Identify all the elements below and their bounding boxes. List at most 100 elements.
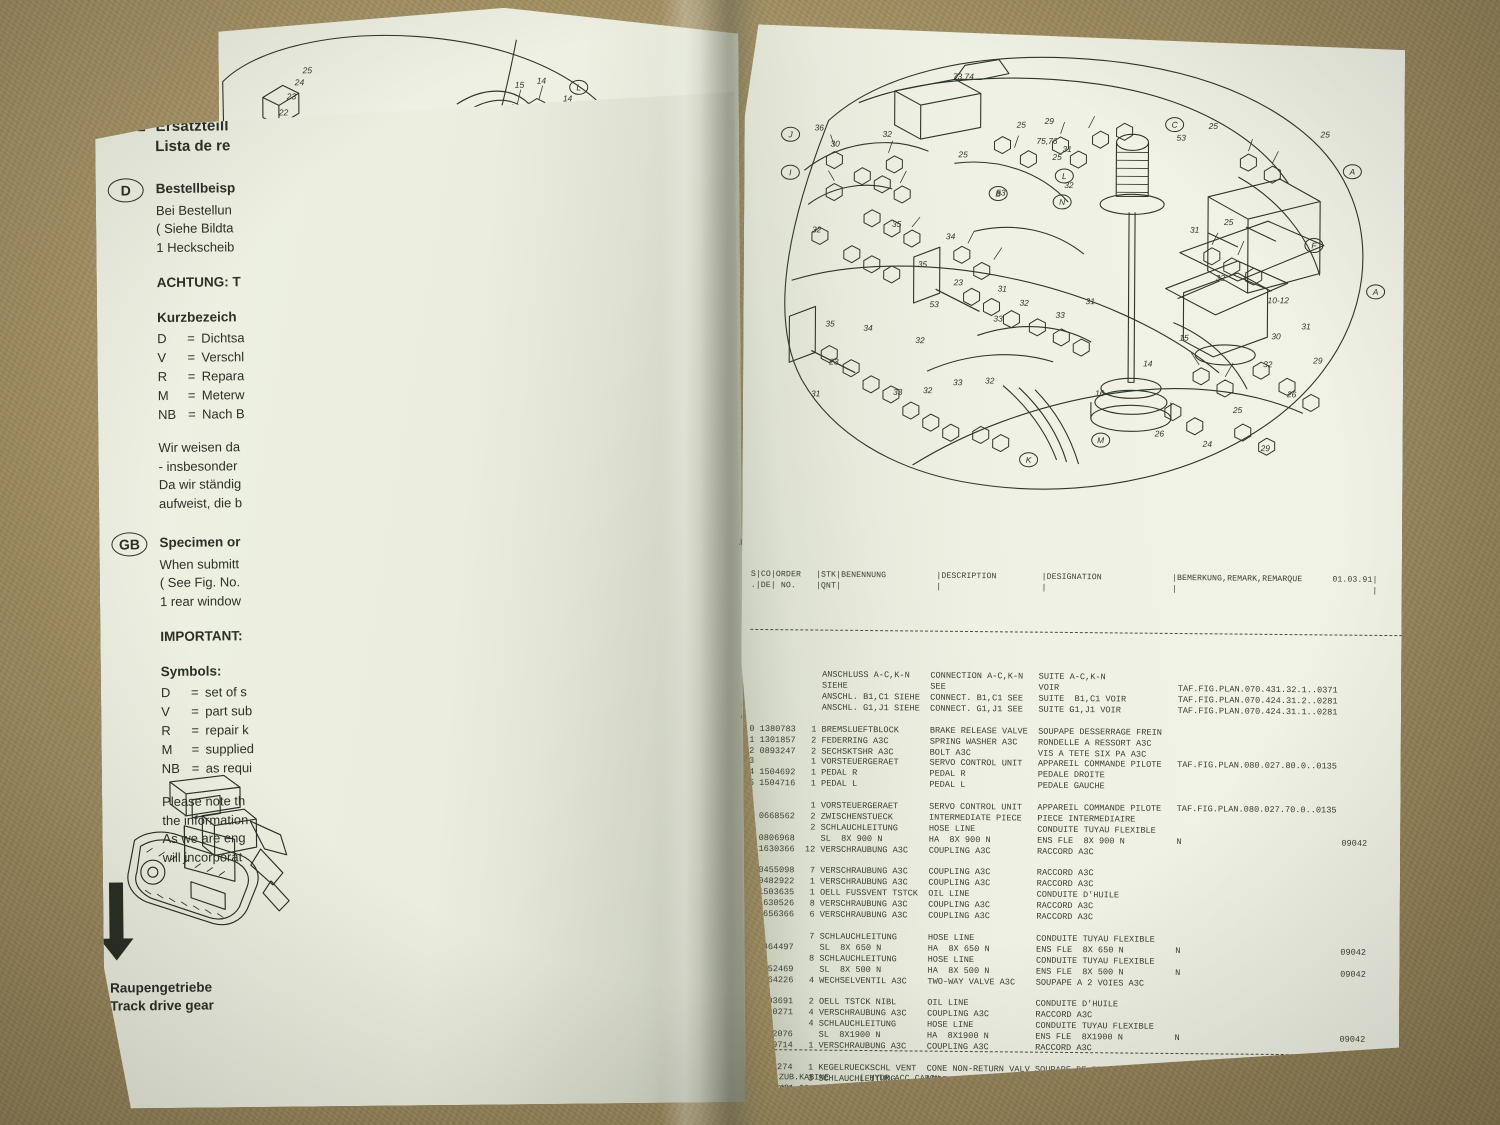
german-section: D Bestellbeisp Bei Bestellun( Siehe Bild… (108, 179, 321, 513)
right-footer-cells: | YDR.ZUB.KABINE | 371.431.32. HMV | HYD… (749, 1072, 1389, 1100)
symbol-equals: = (187, 368, 196, 385)
symbol-value: repair k (205, 722, 249, 738)
svg-text:31: 31 (811, 388, 820, 398)
footer-cell: | YDR.ZUB.KABINE | 371.431.32. HMV (749, 1072, 860, 1095)
svg-text:N: N (1059, 197, 1066, 207)
svg-text:31: 31 (1190, 225, 1199, 235)
svg-text:33: 33 (953, 377, 963, 387)
svg-text:25: 25 (1223, 217, 1234, 227)
page-title-row: 03.91 Ersatzteill (107, 116, 317, 135)
svg-text:25: 25 (1232, 405, 1243, 415)
svg-text:31: 31 (1062, 144, 1071, 154)
german-abbrev-row: V=Verschl (157, 348, 319, 369)
symbol-key: NB (157, 407, 177, 423)
excavator-caption-en: Track drive gear (110, 997, 214, 1014)
svg-text:32: 32 (883, 129, 893, 139)
svg-text:M: M (1097, 435, 1104, 445)
svg-text:25: 25 (1208, 121, 1219, 131)
symbol-value: set of s (204, 684, 247, 700)
german-heading: Bestellbeisp (155, 180, 236, 197)
left-page: 03.91 Ersatzteill Lista de re D Bestellb… (95, 92, 746, 1109)
symbol-value: supplied (205, 741, 255, 757)
english-symbols-heading: Symbols: (160, 663, 222, 680)
right-page-footer: | YDR.ZUB.KABINE | 371.431.32. HMV | HYD… (748, 1027, 1389, 1102)
footer-model-name: | ATLAS 1804 R (1090, 1075, 1202, 1087)
symbol-equals: = (187, 331, 195, 347)
german-note-line-0: Wir weisen da (158, 439, 241, 456)
footer-cell: | HYDR.ACC.CABIN | 0371.431.32. HMV (859, 1073, 970, 1096)
page-title-de: Ersatzteill (155, 117, 229, 136)
excavator-caption: Raupengetriebe Track drive gear (110, 978, 298, 1015)
svg-text:29: 29 (1044, 116, 1055, 126)
svg-text:32: 32 (915, 335, 925, 345)
svg-text:73,74: 73,74 (953, 71, 974, 81)
svg-text:35: 35 (918, 259, 928, 269)
symbol-value: part sub (205, 703, 253, 719)
symbol-key: M (157, 388, 169, 404)
german-abbrev-row: NB=Nach B (158, 405, 320, 426)
language-badge-gb: GB (111, 532, 147, 556)
footer-cell-code: | 0371.431.32. HMV (969, 1085, 1091, 1097)
svg-text:32: 32 (985, 375, 995, 385)
footer-row: | YDR.ZUB.KABINE | 371.431.32. HMV | HYD… (749, 1072, 1389, 1100)
footer-cell: | ACCESS.HYDR.CABINE | 0371.431.32. HMV (970, 1074, 1091, 1097)
symbol-equals: = (190, 685, 199, 701)
svg-text:23: 23 (953, 277, 964, 287)
svg-text:32: 32 (1020, 298, 1030, 308)
english-symbol-row: R=repair k (161, 721, 323, 742)
svg-text:10-12: 10-12 (1268, 295, 1290, 305)
svg-text:15: 15 (515, 80, 525, 90)
footer-doc-spacer: | (1201, 1087, 1207, 1098)
english-line-2: 1 rear window (159, 593, 242, 609)
svg-text:29: 29 (1260, 443, 1271, 453)
footer-model-spacer: | (1090, 1086, 1202, 1098)
symbol-value: Meterw (201, 387, 245, 403)
german-note-line-3: aufweist, die b (158, 494, 243, 511)
svg-text:31: 31 (998, 284, 1007, 294)
svg-text:C: C (1172, 120, 1179, 130)
symbol-key: R (157, 369, 168, 385)
svg-text:24: 24 (1202, 439, 1213, 449)
svg-text:25: 25 (1051, 152, 1062, 162)
excavator-figure: Raupengetriebe Track drive gear (95, 769, 307, 1015)
footer-cell-title: | HYDR.ACC.CABIN (859, 1072, 971, 1085)
svg-text:15: 15 (1179, 333, 1189, 343)
svg-text:22: 22 (278, 107, 289, 117)
svg-text:35: 35 (892, 219, 902, 229)
symbol-equals: = (187, 350, 196, 366)
svg-text:53: 53 (929, 299, 939, 309)
right-table-header: S|CO|ORDER |STK|BENENNUNG |DESCRIPTION |… (751, 570, 1403, 597)
german-abbrev-row: D=Dichtsa (157, 329, 319, 350)
svg-text:53: 53 (996, 188, 1006, 198)
svg-text:26: 26 (1286, 389, 1297, 399)
english-heading: Specimen or (159, 534, 241, 551)
footer-doc-number: | 070.431.32.00.0371/01| (1201, 1076, 1317, 1099)
german-abbrev-row: R=Repara (158, 367, 320, 388)
svg-text:24: 24 (294, 77, 305, 87)
english-lines: When submitt( See Fig. No.1 rear window (160, 554, 323, 611)
svg-text:53: 53 (1177, 133, 1187, 143)
svg-text:32: 32 (1064, 180, 1074, 190)
right-parts-table: S|CO|ORDER |STK|BENENNUNG |DESCRIPTION |… (745, 534, 1403, 1102)
svg-text:32: 32 (1216, 273, 1226, 283)
symbol-equals: = (191, 704, 199, 720)
svg-text:32: 32 (812, 224, 822, 234)
footer-cell-title: | YDR.ZUB.KABINE (748, 1071, 860, 1083)
language-badge-de: D (108, 178, 144, 202)
svg-text:31: 31 (1086, 296, 1095, 306)
symbol-key: V (157, 350, 167, 366)
german-abbrev-heading: Kurzbezeich (156, 309, 237, 326)
symbol-key: V (161, 704, 170, 720)
german-line-0: Bei Bestellun (155, 202, 232, 219)
right-footer-rule-top (749, 1049, 1389, 1056)
german-note-line-1: - insbesonder (158, 457, 238, 474)
svg-text:26: 26 (1154, 428, 1165, 438)
svg-text:25: 25 (1016, 120, 1027, 130)
svg-text:16: 16 (1095, 388, 1105, 398)
symbol-key: R (161, 723, 171, 739)
